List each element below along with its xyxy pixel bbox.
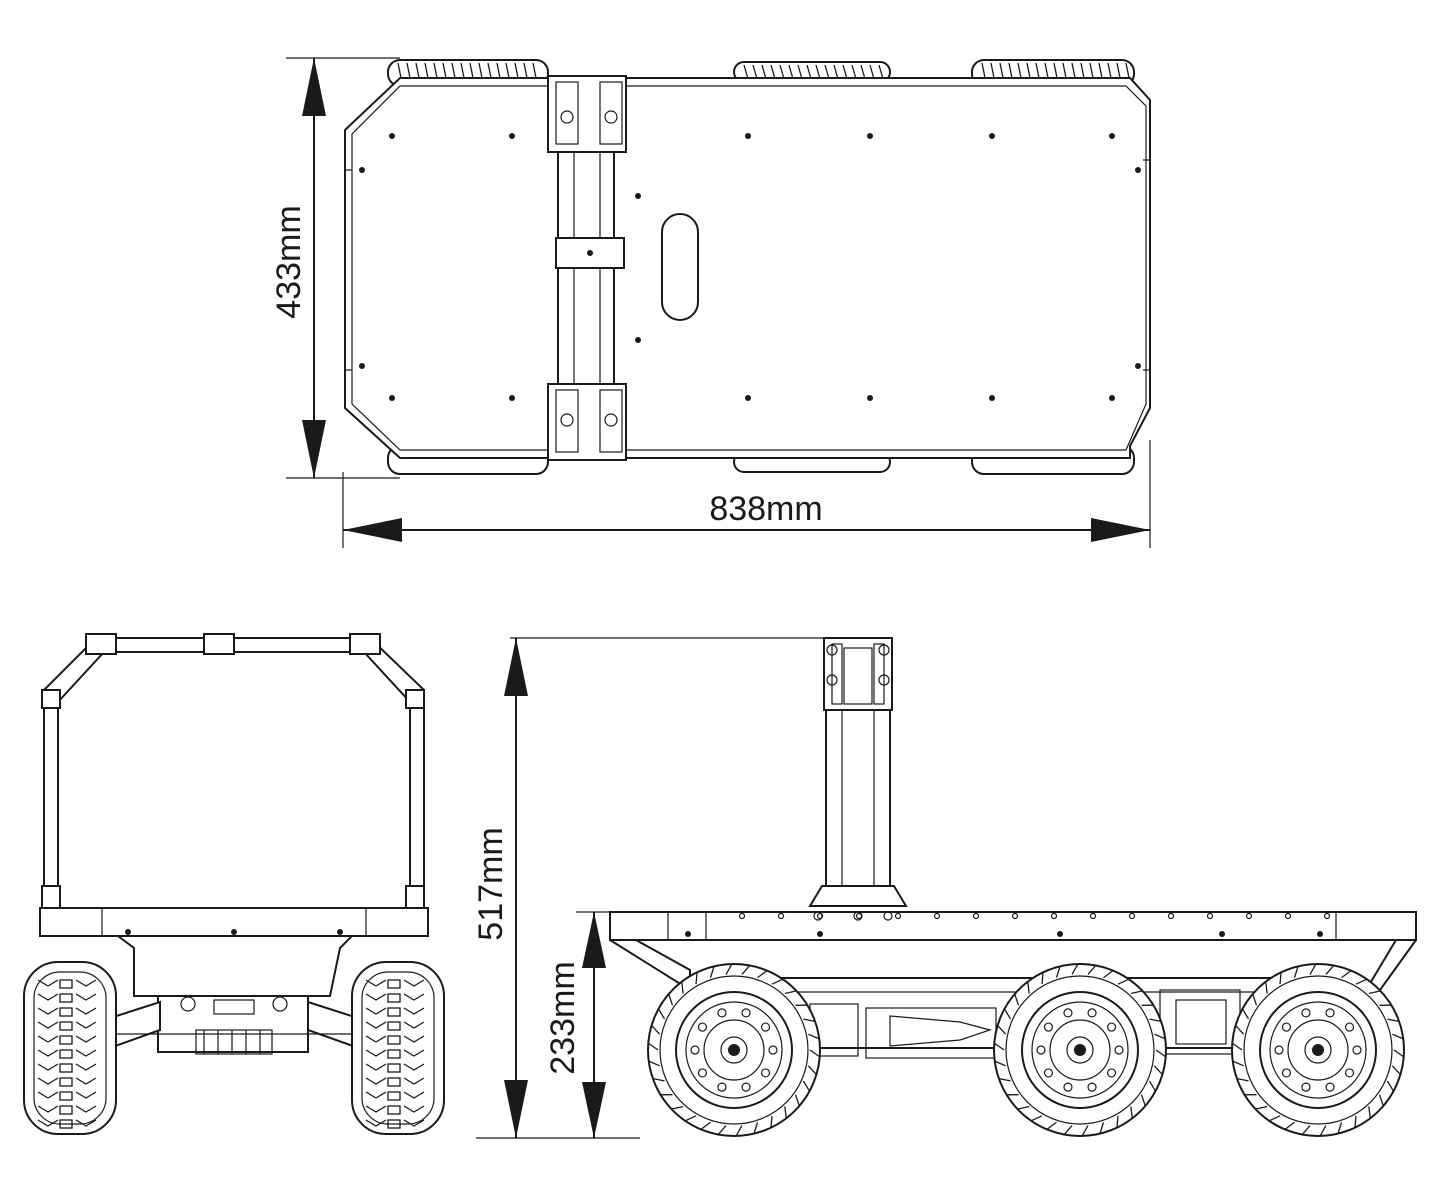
dim-top-length-label: 838mm bbox=[709, 490, 822, 528]
dim-deck-height: 233mm bbox=[544, 911, 610, 1138]
top-view: 433mm 838mm bbox=[270, 57, 1151, 548]
dim-top-length: 838mm bbox=[342, 440, 1151, 548]
side-wheel-middle bbox=[993, 963, 1167, 1137]
side-wheel-rear bbox=[1231, 963, 1405, 1137]
dim-side-height-label: 517mm bbox=[472, 827, 510, 940]
front-handle-frame bbox=[43, 637, 425, 908]
front-suspension bbox=[103, 995, 365, 1055]
dim-side-height: 517mm bbox=[472, 637, 890, 1139]
dim-top-width-label: 433mm bbox=[270, 205, 308, 318]
front-tire-right bbox=[351, 961, 445, 1135]
top-deck-outline bbox=[344, 77, 1151, 459]
side-wheel-front bbox=[647, 963, 821, 1137]
top-deck-slot bbox=[661, 213, 699, 321]
side-view: 517mm 233mm bbox=[472, 637, 1417, 1139]
side-deck-rivets bbox=[685, 911, 1331, 937]
dim-deck-height-label: 233mm bbox=[544, 961, 582, 1074]
front-tire-left bbox=[23, 961, 117, 1135]
front-view bbox=[23, 633, 445, 1135]
front-body-tub bbox=[115, 935, 355, 997]
side-handle-post bbox=[808, 637, 908, 907]
top-handle-mount bbox=[547, 75, 627, 461]
top-deck-rivets bbox=[359, 133, 1141, 401]
